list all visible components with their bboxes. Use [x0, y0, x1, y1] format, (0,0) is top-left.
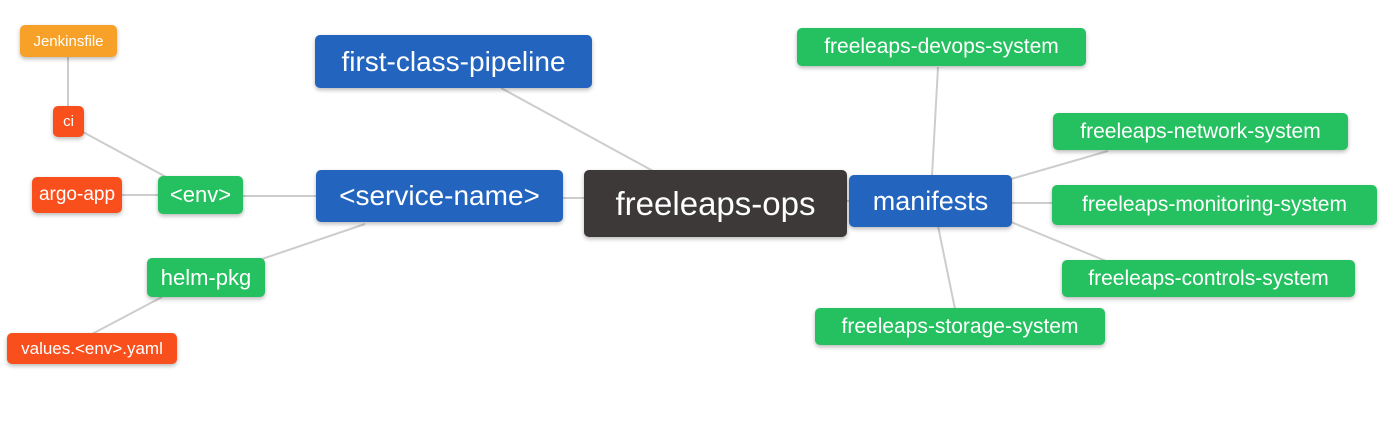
node-freeleaps-network-system[interactable]: freeleaps-network-system	[1053, 113, 1348, 150]
node-freeleaps-ops-root[interactable]: freeleaps-ops	[584, 170, 847, 237]
node-argo-app[interactable]: argo-app	[32, 177, 122, 213]
node-env[interactable]: <env>	[158, 176, 243, 214]
node-freeleaps-storage-system[interactable]: freeleaps-storage-system	[815, 308, 1105, 345]
node-ci[interactable]: ci	[53, 106, 84, 137]
node-jenkinsfile[interactable]: Jenkinsfile	[20, 25, 117, 57]
connector-values-yaml-helm-pkg	[91, 296, 163, 335]
connector-manifests-network-system	[1010, 150, 1109, 180]
node-freeleaps-monitoring-system[interactable]: freeleaps-monitoring-system	[1052, 185, 1377, 225]
connector-manifests-devops-system	[931, 66, 939, 177]
node-freeleaps-controls-system[interactable]: freeleaps-controls-system	[1062, 260, 1355, 297]
node-manifests[interactable]: manifests	[849, 175, 1012, 227]
node-values-env-yaml[interactable]: values.<env>.yaml	[7, 333, 177, 364]
node-service-name[interactable]: <service-name>	[316, 170, 563, 222]
connector-ci-env	[82, 131, 169, 179]
connector-manifests-controls-system	[1010, 221, 1107, 262]
node-freeleaps-devops-system[interactable]: freeleaps-devops-system	[797, 28, 1086, 66]
node-first-class-pipeline[interactable]: first-class-pipeline	[315, 35, 592, 88]
node-helm-pkg[interactable]: helm-pkg	[147, 258, 265, 297]
connector-helm-pkg-service-name	[261, 223, 366, 260]
connector-first-class-pipeline-root	[500, 87, 654, 172]
connector-manifests-storage-system	[937, 225, 956, 310]
